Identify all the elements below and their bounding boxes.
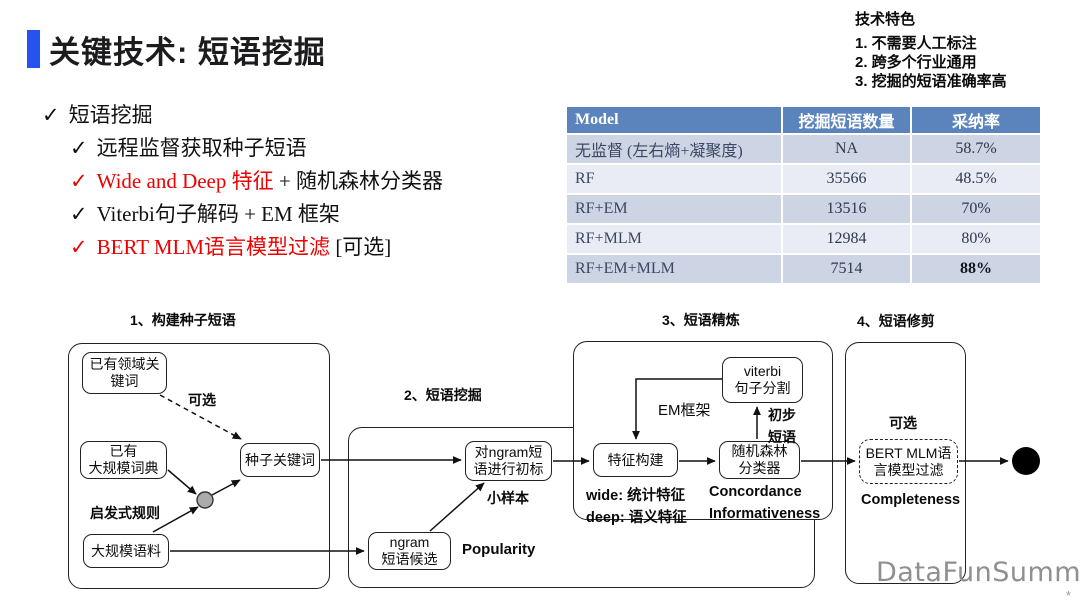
node-bert-mlm-filter: BERT MLM语 言模型过滤 [859,439,958,484]
title-accent-bar [27,30,40,68]
node-random-forest: 随机森林 分类器 [719,441,800,479]
bullet-root: ✓ 短语挖掘 [42,99,443,132]
label-heuristic-rules: 启发式规则 [90,505,160,521]
check-icon: ✓ [70,235,88,259]
table-row: RF+EM 13516 70% [567,195,1040,225]
table-row: RF 35566 48.5% [567,165,1040,195]
check-icon: ✓ [70,169,88,193]
bullet-item: ✓ BERT MLM语言模型过滤 [可选] [70,231,443,264]
label-deep-features: deep: 语义特征 [586,510,687,526]
page-title: 关键技术: 短语挖掘 [49,35,326,70]
stage4-title: 4、短语修剪 [857,313,935,329]
node-existing-dictionary: 已有 大规模词典 [80,441,167,479]
bullet-text: 远程监督获取种子短语 [96,136,307,160]
bullet-text-highlight: BERT MLM语言模型过滤 [96,235,331,259]
check-icon: ✓ [70,202,88,226]
table-row: 无监督 (左右熵+凝聚度) NA 58.7% [567,135,1040,165]
table-row: RF+MLM 12984 80% [567,225,1040,255]
bullet-text: [可选] [330,235,392,259]
label-concordance: Concordance [709,484,802,500]
node-existing-domain-keywords: 已有领域关 键词 [82,352,167,394]
table-cell: 7514 [783,255,912,285]
results-table: Model 挖掘短语数量 采纳率 无监督 (左右熵+凝聚度) NA 58.7% … [567,107,1040,285]
node-ngram-initial-label: 对ngram短 语进行初标 [465,441,552,481]
bullet-item: ✓ Viterbi句子解码 + EM 框架 [70,198,443,231]
table-row: RF+EM+MLM 7514 88% [567,255,1040,285]
table-cell: 13516 [783,195,912,225]
label-few-shot: 小样本 [487,490,529,506]
table-cell: 35566 [783,165,912,195]
table-cell: 70% [912,195,1040,225]
bullet-text: 短语挖掘 [68,103,153,127]
bullet-item: ✓ Wide and Deep 特征 + 随机森林分类器 [70,165,443,198]
label-preliminary-phrases: 初步 短语 [768,407,796,445]
table-cell: 58.7% [912,135,1040,165]
label-informativeness: Informativeness [709,506,821,522]
bullet-item: ✓ 远程监督获取种子短语 [70,132,443,165]
label-wide-features: wide: 统计特征 [586,488,686,504]
node-viterbi-segmentation: viterbi 句子分割 [722,357,803,403]
column-header-model: Model [567,107,783,135]
bullet-text-highlight: Wide and Deep 特征 [96,169,274,193]
check-icon: ✓ [70,136,88,160]
table-cell: RF+MLM [567,225,783,255]
table-cell-best-rate: 88% [912,255,1040,285]
check-icon: ✓ [42,103,60,127]
table-cell: 80% [912,225,1040,255]
label-completeness: Completeness [861,492,961,508]
feature-list-title: 技术特色 [855,11,916,28]
node-large-corpus: 大规模语料 [83,534,169,568]
table-cell: RF [567,165,783,195]
node-feature-construction: 特征构建 [593,443,678,477]
bullet-text: Viterbi句子解码 + EM 框架 [96,202,340,226]
bullet-list: ✓ 短语挖掘 ✓ 远程监督获取种子短语 ✓ Wide and Deep 特征 + 随机… [42,99,443,264]
stage2-title: 2、短语挖掘 [404,387,482,403]
feature-item: 3. 挖掘的短语准确率高 [855,73,1007,90]
label-popularity: Popularity [462,541,536,558]
feature-item: 1. 不需要人工标注 [855,35,977,52]
stage1-title: 1、构建种子短语 [130,312,236,328]
table-cell: RF+EM [567,195,783,225]
watermark: DataFunSummit [876,557,1080,588]
table-cell: 无监督 (左右熵+凝聚度) [567,135,783,165]
end-node [1012,447,1040,475]
table-cell: NA [783,135,912,165]
table-cell: 48.5% [912,165,1040,195]
table-cell: RF+EM+MLM [567,255,783,285]
feature-list: 技术特色 1. 不需要人工标注 2. 跨多个行业通用 3. 挖掘的短语准确率高 [855,10,1007,91]
table-cell: 12984 [783,225,912,255]
stage3-title: 3、短语精炼 [662,312,740,328]
bullet-text: + 随机森林分类器 [273,169,443,193]
bullet-sublist: ✓远程监督获取种子短语 ✓Wide and Deep 特征 + 随机森林分类器 … [70,132,443,264]
label-optional-stage4: 可选 [889,415,917,431]
node-ngram-candidates: ngram 短语候选 [368,532,451,570]
feature-item: 2. 跨多个行业通用 [855,54,977,71]
column-header-rate: 采纳率 [912,107,1040,135]
label-optional-stage1: 可选 [188,392,216,408]
label-em-framework: EM框架 [658,402,711,419]
table-header-row: Model 挖掘短语数量 采纳率 [567,107,1040,135]
node-seed-keywords: 种子关键词 [240,443,320,477]
column-header-count: 挖掘短语数量 [783,107,912,135]
corner-mark: * [1066,588,1072,603]
